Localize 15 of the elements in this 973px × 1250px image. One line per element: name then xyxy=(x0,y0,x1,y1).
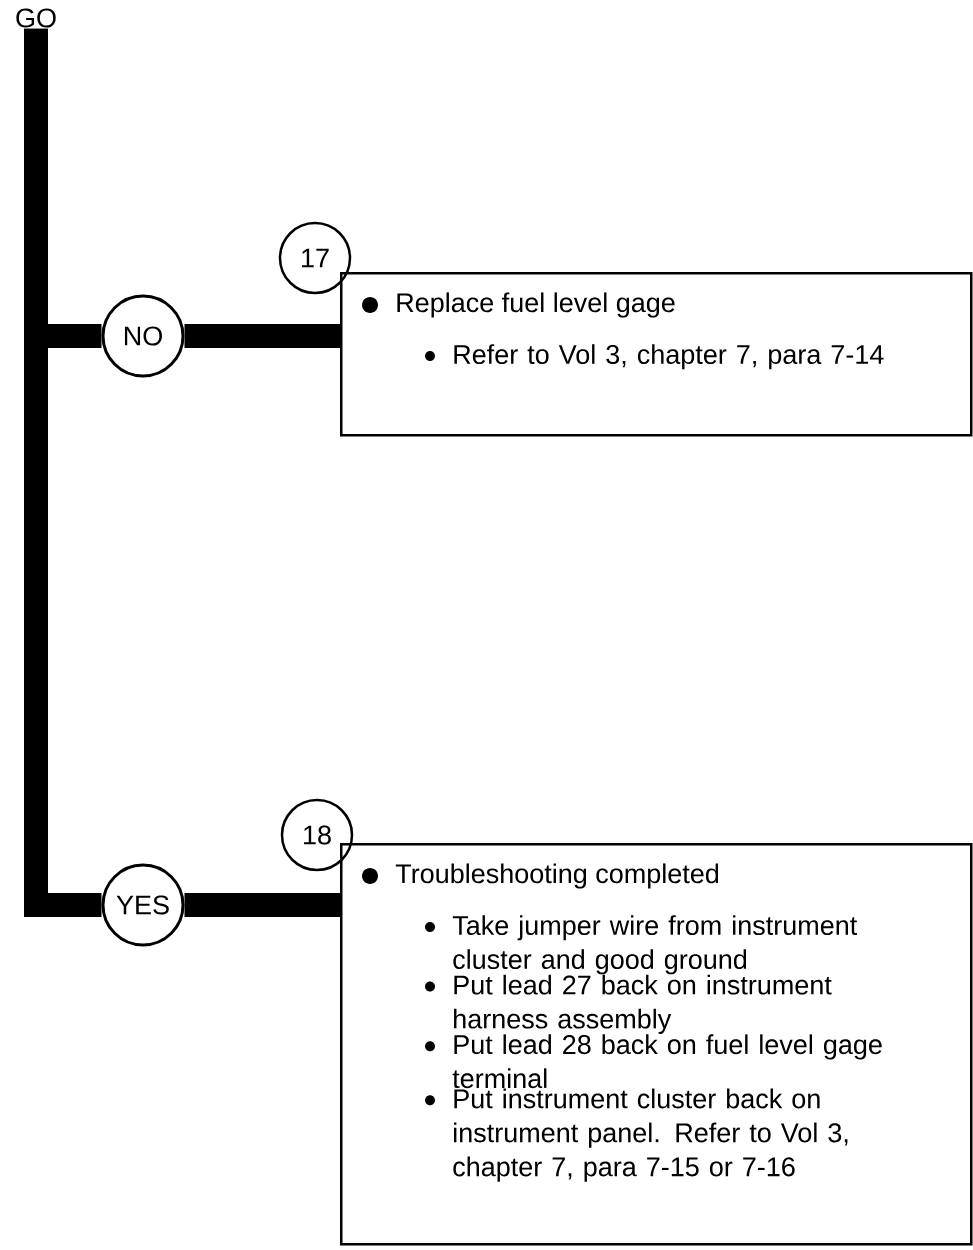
step-number: 18 xyxy=(280,798,354,872)
start-label: GO xyxy=(16,8,56,28)
flow-line xyxy=(184,893,340,917)
step-text: Put instrument cluster back on instrument panel. Refer to Vol 3, chapter 7, para 7-15 or 7-16 xyxy=(453,1088,848,1182)
step-text: Put lead 28 back on fuel level gage terminal xyxy=(452,1034,882,1089)
step-box xyxy=(340,272,973,437)
step-text: Put lead 27 back on instrument harness assembly xyxy=(454,974,832,1034)
step-text: Take jumper wire from instrument cluster and good ground xyxy=(452,915,858,975)
step-box xyxy=(340,843,973,1246)
step-number: 17 xyxy=(278,221,352,295)
step-text: Troubleshooting completed xyxy=(395,863,719,889)
step-text: Refer to Vol 3, chapter 7, para 7-14 xyxy=(454,344,884,370)
flow-line xyxy=(184,324,340,348)
step-text: Replace fuel level gage xyxy=(397,292,675,318)
flow-line xyxy=(24,28,102,917)
